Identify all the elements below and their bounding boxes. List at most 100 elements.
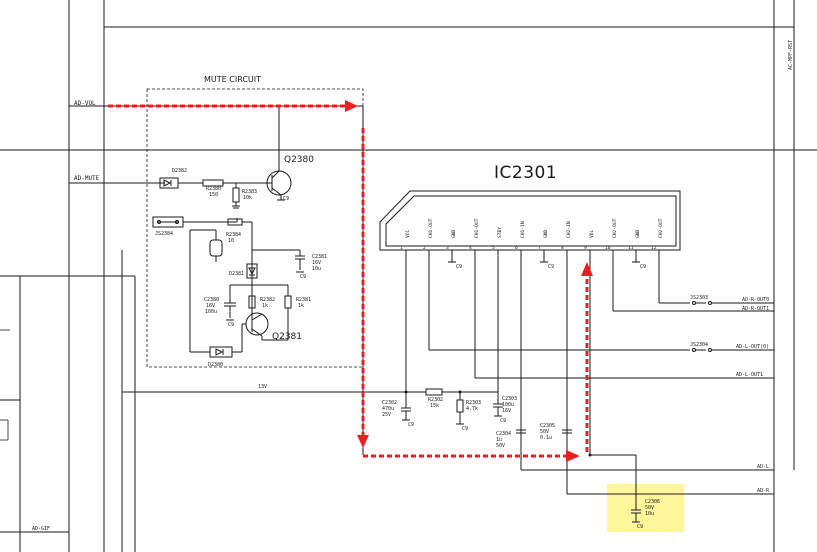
- svg-text:10u: 10u: [645, 511, 654, 517]
- svg-text:AD-R-OUT0: AD-R-OUT0: [742, 297, 769, 303]
- svg-text:0.1u: 0.1u: [540, 435, 552, 441]
- svg-text:16V: 16V: [312, 260, 321, 266]
- svg-text:C9: C9: [228, 322, 234, 328]
- r2382-resistor: [248, 295, 256, 309]
- r2380-resistor: R2380 150: [202, 179, 224, 198]
- c2381-capacitor: C2381 16V 10u C9: [252, 249, 327, 280]
- svg-text:100u: 100u: [205, 309, 217, 315]
- mute-circuit-title: MUTE CIRCUIT: [204, 75, 261, 84]
- svg-text:C9: C9: [462, 426, 468, 432]
- svg-text:9: 9: [584, 245, 587, 251]
- svg-text:C2306: C2306: [645, 499, 660, 505]
- svg-text:AD-R-OUT1: AD-R-OUT1: [742, 306, 769, 312]
- svg-text:8: 8: [561, 245, 564, 251]
- svg-text:GND: GND: [635, 229, 641, 238]
- ic-pin-9: VOL 9: [584, 229, 595, 251]
- ic2301-title: IC2301: [494, 163, 557, 183]
- ic-pin-12: CH2-OUT 12: [651, 218, 664, 251]
- svg-text:10k: 10k: [243, 195, 252, 201]
- svg-text:11: 11: [628, 245, 634, 251]
- d2382-diode: D2382: [159, 168, 187, 189]
- ic-pin-8: CH2-IN 8: [561, 221, 572, 251]
- c2302-capacitor: C2302 470u 25V C9: [382, 392, 414, 428]
- c2305-capacitor: C2305 50V 0.1u: [540, 423, 572, 441]
- svg-text:D2380: D2380: [208, 362, 223, 368]
- ad-mpf-rst-label: AC-MPF-RST: [788, 40, 794, 70]
- ic-pin-7: GND 7: [538, 229, 549, 251]
- svg-text:JS2303: JS2303: [690, 295, 708, 301]
- ic-pin-10: CH2-OUT 10: [605, 218, 618, 251]
- c2306-capacitor: C2306 50V 10u C9: [590, 454, 660, 530]
- ic-pin-5: STBY 5: [492, 227, 503, 251]
- r2382-value: 1k: [262, 303, 268, 309]
- svg-text:C9: C9: [640, 264, 646, 270]
- c2306-highlight: [607, 484, 684, 532]
- svg-text:16V: 16V: [502, 408, 511, 414]
- svg-text:Q2380: Q2380: [284, 155, 314, 165]
- svg-text:C2380: C2380: [204, 297, 219, 303]
- svg-text:C9: C9: [548, 264, 554, 270]
- svg-text:R2302: R2302: [428, 397, 443, 403]
- ad-vol-label: AD-VOL: [74, 100, 96, 107]
- svg-text:1: 1: [400, 245, 403, 251]
- svg-text:AD-L-OUT(0): AD-L-OUT(0): [736, 344, 769, 350]
- c2304-capacitor: C2304 1u 50V: [496, 425, 526, 449]
- svg-text:10: 10: [605, 245, 611, 251]
- svg-text:VCC: VCC: [405, 229, 411, 238]
- svg-text:100u: 100u: [502, 402, 514, 408]
- svg-text:CH1-OUT: CH1-OUT: [428, 218, 434, 238]
- ic2301-outline: IC2301: [379, 163, 681, 251]
- svg-text:R2383: R2383: [242, 189, 257, 195]
- svg-text:CH2-OUT: CH2-OUT: [658, 218, 664, 238]
- mute-circuit-box: [146, 88, 364, 368]
- svg-text:7: 7: [538, 245, 541, 251]
- ic-pin-11: GND 11: [628, 229, 641, 251]
- r2384-resistor: R2384 10: [209, 230, 241, 262]
- svg-text:C9: C9: [637, 524, 643, 530]
- svg-text:CH1-OUT: CH1-OUT: [474, 218, 480, 238]
- svg-text:3: 3: [446, 245, 449, 251]
- r2381-ref: R2381: [296, 297, 311, 303]
- r2381-value: 1k: [298, 303, 304, 309]
- q2380-transistor: Q2380 C9: [266, 155, 314, 202]
- r2382-ref: R2382: [260, 297, 275, 303]
- d2380-diode: D2380: [190, 323, 246, 368]
- svg-text:CH1-IN: CH1-IN: [520, 221, 526, 238]
- svg-text:50V: 50V: [540, 429, 549, 435]
- svg-text:C9: C9: [500, 418, 506, 424]
- svg-text:C2304: C2304: [496, 431, 511, 437]
- ic-pin-3: GND 3: [446, 229, 457, 251]
- ad-gif-label: AD-GIF: [32, 526, 50, 532]
- svg-text:C9: C9: [456, 264, 462, 270]
- svg-text:10: 10: [228, 238, 234, 244]
- svg-text:150: 150: [209, 192, 218, 198]
- signal-path-highlight: [108, 100, 593, 462]
- svg-text:STBY: STBY: [497, 227, 503, 238]
- r2383-resistor: R2383 10k: [232, 183, 257, 209]
- svg-text:10u: 10u: [312, 266, 321, 272]
- svg-text:AD-L-OUT1: AD-L-OUT1: [736, 372, 763, 378]
- supply-13v-label: 13V: [258, 384, 267, 390]
- svg-text:C2381: C2381: [312, 254, 327, 260]
- ad-mute-label: AD-MUTE: [74, 175, 100, 182]
- svg-text:CH2-IN: CH2-IN: [566, 221, 572, 238]
- svg-text:AD-R: AD-R: [757, 488, 770, 494]
- svg-text:15k: 15k: [430, 403, 439, 409]
- svg-text:4.7k: 4.7k: [466, 406, 478, 412]
- svg-text:D2381: D2381: [229, 271, 244, 277]
- c2303-capacitor: C2303 100u 16V C9: [493, 392, 517, 424]
- ic-pin-1: VCC 1: [400, 229, 411, 251]
- svg-text:16V: 16V: [206, 303, 215, 309]
- svg-text:C2302: C2302: [382, 400, 397, 406]
- svg-text:12: 12: [651, 245, 657, 251]
- svg-text:C2303: C2303: [502, 396, 517, 402]
- svg-text:D2382: D2382: [172, 168, 187, 174]
- svg-text:R2380: R2380: [206, 186, 221, 192]
- r2303-resistor: R2303 4.7k C9: [456, 392, 481, 432]
- svg-text:5: 5: [492, 245, 495, 251]
- svg-text:470u: 470u: [382, 406, 394, 412]
- js2384-jumper: JS2384: [152, 216, 184, 237]
- svg-text:C9: C9: [408, 422, 414, 428]
